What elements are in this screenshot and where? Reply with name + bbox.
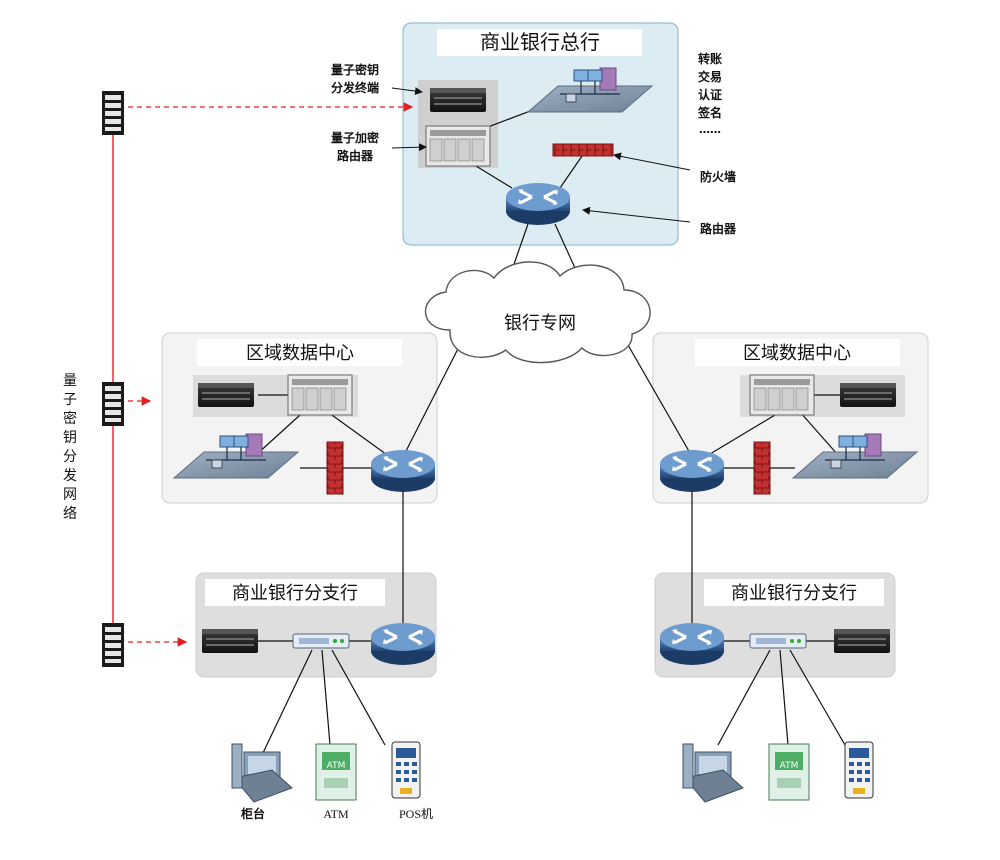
hq-router-label-1: 量子加密 xyxy=(331,130,379,145)
regional-right-title-box xyxy=(695,339,900,366)
service-auth: 认证 xyxy=(698,87,722,102)
hq-core-router-icon xyxy=(504,181,572,227)
branch-left-modem-icon xyxy=(292,633,350,649)
branch-left-title: 商业银行分支行 xyxy=(232,583,358,604)
branch-right-title-box xyxy=(704,579,884,606)
svg-text:网: 网 xyxy=(63,487,77,503)
bank-network-cloud-icon xyxy=(424,261,651,364)
hq-title-box xyxy=(437,29,642,56)
regional-left-title: 区域数据中心 xyxy=(246,343,354,364)
service-transfer: 转账 xyxy=(698,51,722,66)
branch-right-server-icon xyxy=(834,629,890,653)
branch-right-pos-icon xyxy=(844,741,874,799)
branch-right-atm-icon xyxy=(768,743,810,801)
hq-firewall-icon xyxy=(552,143,614,157)
qkd-node-branch-icon xyxy=(102,623,124,667)
hq-key-device-pointer xyxy=(391,87,423,96)
regional-left-firewall-icon xyxy=(326,441,344,495)
branch-right-pc-icon xyxy=(682,743,744,803)
svg-text:密: 密 xyxy=(63,410,77,427)
service-more: …… xyxy=(699,123,721,136)
firewall-label: 防火墙 xyxy=(700,169,736,184)
regional-left-title-box xyxy=(197,339,402,366)
atm-icon xyxy=(315,743,357,801)
svg-text:子: 子 xyxy=(63,392,77,408)
svg-text:量: 量 xyxy=(63,373,77,389)
hq-router-label-2: 路由器 xyxy=(337,148,374,163)
regional-right-router-icon xyxy=(658,448,726,494)
branch-right-modem-icon xyxy=(749,633,807,649)
qkd-node-regional-icon xyxy=(102,382,124,426)
branch-right-atm-screen-text: ATM xyxy=(780,761,799,771)
hq-qkd-terminal-icon xyxy=(430,88,486,112)
firewall-pointer xyxy=(613,152,691,171)
bank-network-label: 银行专网 xyxy=(504,313,576,334)
service-sign: 签名 xyxy=(697,105,722,120)
hq-key-device-label-2: 分发终端 xyxy=(331,80,379,95)
hq-quantum-router-icon xyxy=(425,125,491,167)
branch-left-server-icon xyxy=(202,629,258,653)
branch-left-title-box xyxy=(205,579,385,606)
svg-text:钥: 钥 xyxy=(63,430,77,446)
pos-label: POS机 xyxy=(399,807,433,821)
branch-right-router-icon xyxy=(658,621,726,667)
regional-left-server-icon xyxy=(198,383,254,407)
regional-right-server-icon xyxy=(840,383,896,407)
svg-text:发: 发 xyxy=(63,468,77,484)
core-router-label: 路由器 xyxy=(700,221,737,236)
regional-right-firewall-icon xyxy=(753,441,771,495)
hq-router-pointer xyxy=(391,143,427,152)
regional-left-chassis-icon xyxy=(287,374,353,416)
branch-left-router-icon xyxy=(369,621,437,667)
qkd-links xyxy=(112,102,414,647)
atm-label: ATM xyxy=(323,807,349,821)
svg-text:络: 络 xyxy=(63,506,77,522)
qkd-node-hq-icon xyxy=(102,91,124,135)
counter-pc-icon xyxy=(231,743,293,803)
regional-left-router-icon xyxy=(369,448,437,494)
core-router-pointer xyxy=(582,206,691,223)
qkd-network-label: 量 子 密 钥 分 发 网 络 xyxy=(63,373,77,522)
pos-icon xyxy=(391,741,421,799)
hq-key-device-label-1: 量子密钥 xyxy=(331,62,379,77)
counter-label: 柜台 xyxy=(240,806,265,821)
connection-lines xyxy=(255,95,846,756)
regional-right-title: 区域数据中心 xyxy=(743,343,851,364)
hq-title: 商业银行总行 xyxy=(480,30,600,54)
regional-right-chassis-icon xyxy=(749,374,815,416)
branch-right-title: 商业银行分支行 xyxy=(731,583,857,604)
svg-text:分: 分 xyxy=(63,449,77,465)
atm-screen-text: ATM xyxy=(327,761,346,771)
service-trade: 交易 xyxy=(698,69,722,84)
